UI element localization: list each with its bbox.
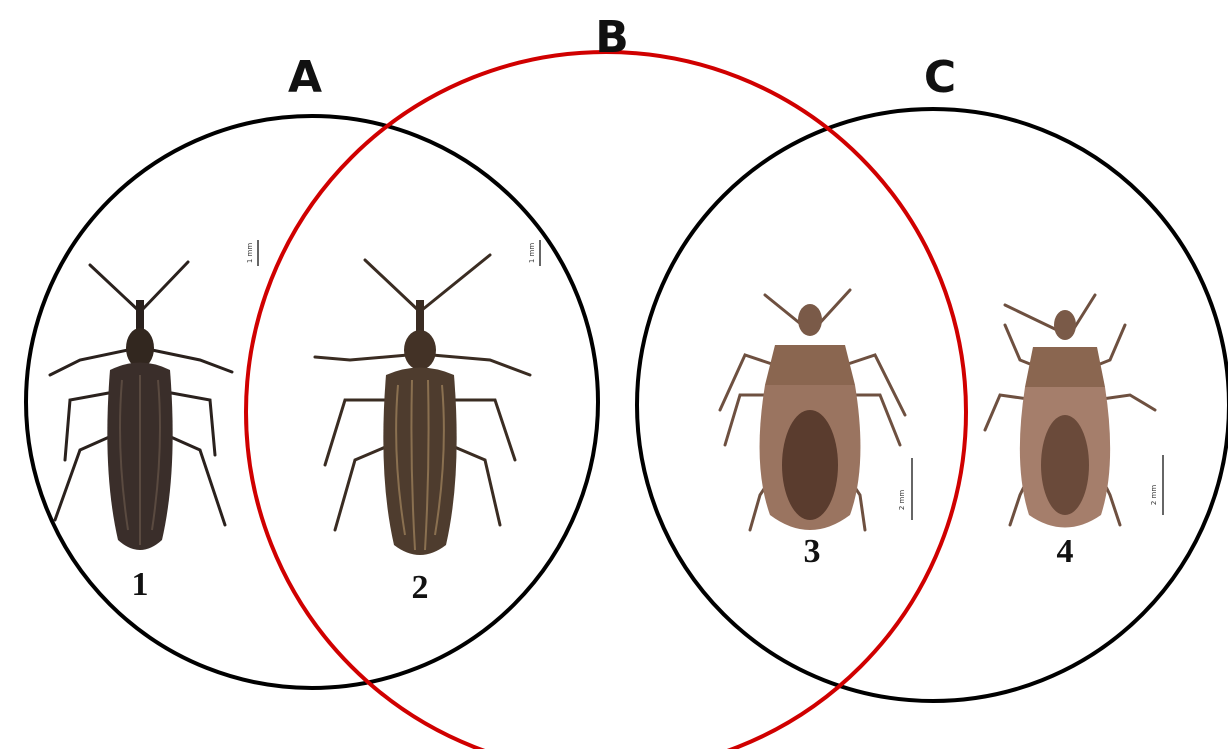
scale-bar-1-label: 1 mm [246,243,254,263]
set-label-a: A [288,52,322,103]
specimen-4-number: 4 [1057,533,1074,570]
specimen-2-insect-icon [315,255,530,555]
specimen-2-number: 2 [412,569,429,606]
set-c-circle [637,109,1228,701]
specimen-4-insect-icon [985,295,1155,528]
scale-bar-2-label: 1 mm [528,243,536,263]
specimen-3-number: 3 [804,533,821,570]
specimen-3-insect-icon [720,290,905,530]
set-label-b: B [595,12,629,63]
set-label-c: C [924,52,956,103]
scale-bar-3-label: 2 mm [898,490,906,510]
specimen-1-insect-icon [50,262,232,550]
scale-bar-4-label: 2 mm [1150,485,1158,505]
specimen-1-number: 1 [132,566,149,603]
